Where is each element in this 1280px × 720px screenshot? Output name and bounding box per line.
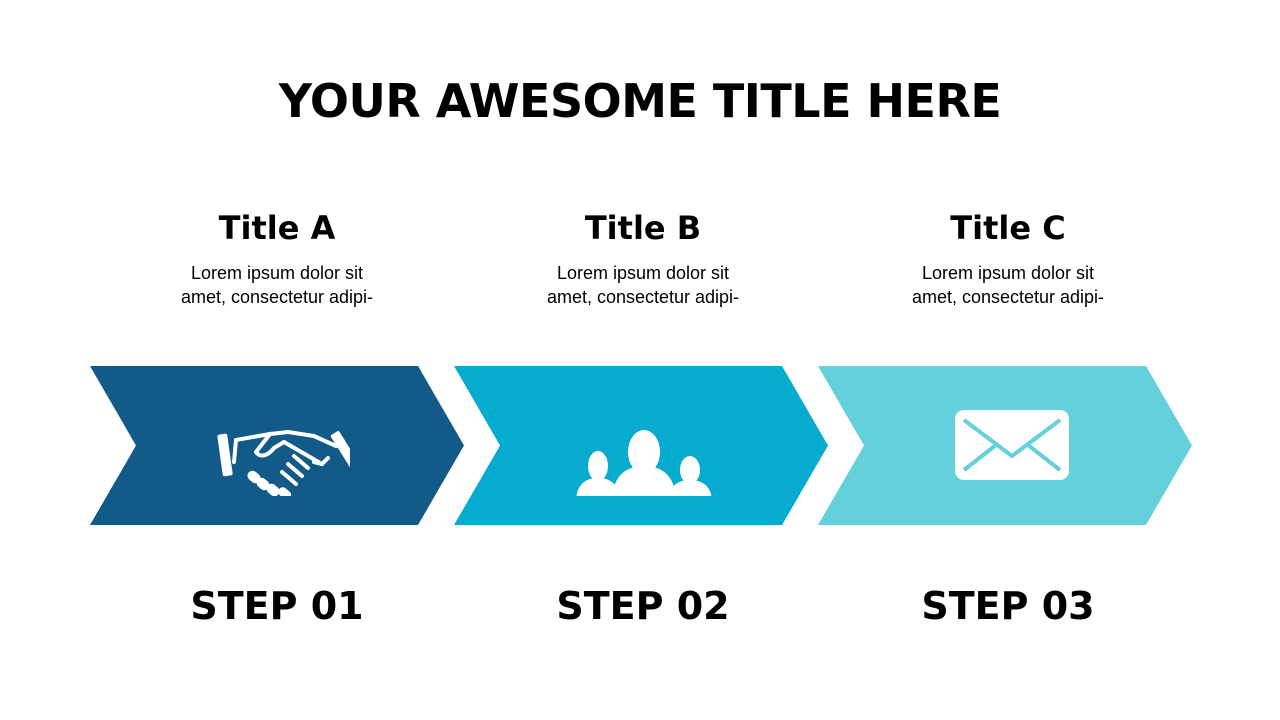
step-2-description: Lorem ipsum dolor sit amet, consectetur … [493, 261, 793, 309]
step-1-label: STEP 01 [190, 584, 364, 628]
step-1-title: Title A [218, 209, 336, 247]
step-3-description-line-2: amet, consectetur adipi- [911, 287, 1105, 307]
step-3-chevron [818, 366, 1192, 525]
step-2-description-line-2: amet, consectetur adipi- [546, 287, 740, 307]
step-3-description: Lorem ipsum dolor sit amet, consectetur … [858, 261, 1158, 309]
envelope-icon [955, 410, 1069, 480]
people-group-icon [576, 430, 712, 496]
handshake-icon [217, 430, 350, 496]
step-3-title: Title C [950, 209, 1066, 247]
step-1-chevron [90, 366, 464, 525]
slide-title: YOUR AWESOME TITLE HERE [278, 74, 1002, 128]
step-2-title: Title B [584, 209, 702, 247]
step-3-description-line-1: Lorem ipsum dolor sit [921, 263, 1095, 283]
step-2-description-line-1: Lorem ipsum dolor sit [556, 263, 730, 283]
step-1-description-line-1: Lorem ipsum dolor sit [190, 263, 364, 283]
step-2-label: STEP 02 [556, 584, 730, 628]
step-2-chevron [454, 366, 828, 525]
step-3-label: STEP 03 [921, 584, 1095, 628]
step-1-description-line-2: amet, consectetur adipi- [180, 287, 374, 307]
step-1-description: Lorem ipsum dolor sit amet, consectetur … [127, 261, 427, 309]
